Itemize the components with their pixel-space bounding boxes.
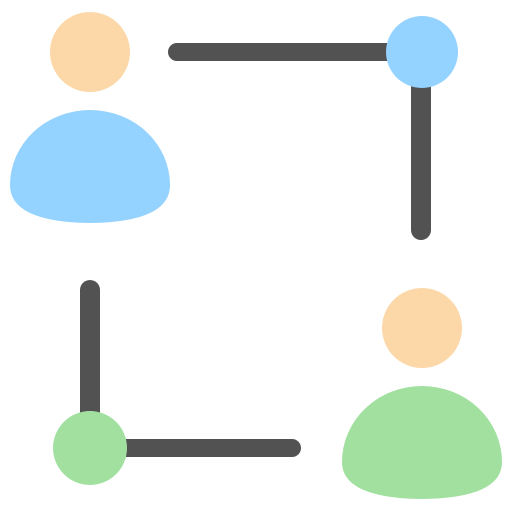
top-left-user-icon xyxy=(10,12,170,223)
bottom-left-node xyxy=(53,411,127,485)
bottom-right-user-body xyxy=(342,386,502,499)
top-right-node xyxy=(386,16,458,88)
connector-lines xyxy=(80,43,431,457)
bottom-right-user-head xyxy=(382,288,462,368)
top-left-user-body xyxy=(10,110,170,223)
bottom-right-user-icon xyxy=(342,288,502,499)
top-left-user-head xyxy=(50,12,130,92)
